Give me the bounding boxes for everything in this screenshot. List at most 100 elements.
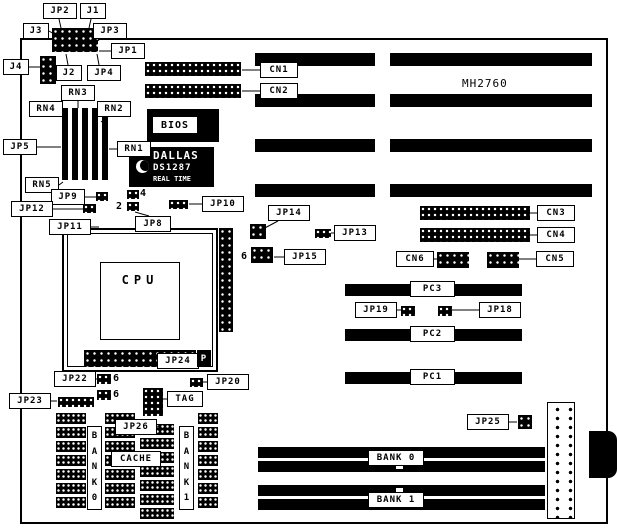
- leader-line-jp14: [260, 220, 279, 231]
- jp12-jumper: [83, 204, 96, 213]
- leader-line-j1: [88, 18, 92, 29]
- label-cn5: CN5: [536, 251, 574, 267]
- label-cn3: CN3: [537, 205, 575, 221]
- label-jp9: JP9: [51, 189, 85, 205]
- label-jp1: JP1: [111, 43, 145, 59]
- label-cn4: CN4: [537, 227, 575, 243]
- cache-chip: [56, 427, 86, 438]
- isa-slot-segment: [390, 94, 592, 107]
- cn6-connector: [437, 252, 469, 268]
- resistor-network: [72, 108, 78, 180]
- cn3-connector: [420, 206, 530, 220]
- isa-slot-segment: [255, 184, 375, 197]
- label-jp22: JP22: [54, 371, 96, 387]
- label-jp2: JP2: [43, 3, 77, 19]
- isa-slot-segment: [255, 139, 375, 152]
- label-cn2: CN2: [260, 83, 298, 99]
- cache-chip: [56, 483, 86, 494]
- cache-chip: [198, 427, 218, 438]
- cache-chip: [198, 441, 218, 452]
- dallas-text: DALLAS DS1287 REAL TIME: [153, 149, 199, 184]
- jp15-connector: [251, 247, 273, 263]
- jp13-jumper: [315, 229, 331, 238]
- cache-chip: [105, 469, 135, 480]
- label-cache: CACHE: [111, 451, 161, 467]
- text-pin6-jp22: 6: [113, 373, 120, 384]
- label-bank1-simm: BANK 1: [368, 492, 424, 508]
- label-rn1: RN1: [117, 141, 151, 157]
- jumper-pin4: [127, 190, 139, 199]
- label-rn5: RN5: [25, 177, 59, 193]
- cache-chip: [56, 469, 86, 480]
- cache-chip: [140, 494, 174, 505]
- cache-chip: [105, 497, 135, 508]
- leader-line-j2: [65, 53, 69, 66]
- bios-label: BIOS: [152, 116, 198, 134]
- label-jp12: JP12: [11, 201, 53, 217]
- label-j3: J3: [23, 23, 49, 39]
- label-rn4: RN4: [29, 101, 63, 117]
- label-jp5: JP5: [3, 139, 37, 155]
- cache-chip: [198, 413, 218, 424]
- label-jp14: JP14: [268, 205, 310, 221]
- cache-chip: [198, 483, 218, 494]
- cache-chip: [105, 413, 135, 424]
- label-jp26: JP26: [115, 419, 157, 435]
- label-jp10: JP10: [202, 196, 244, 212]
- cache-chip: [56, 455, 86, 466]
- power-connector: [547, 402, 575, 519]
- label-j1: J1: [80, 3, 106, 19]
- cpu-die: CPU: [100, 262, 180, 340]
- label-jp8: JP8: [135, 216, 171, 232]
- label-pc2: PC2: [410, 326, 455, 342]
- label-j4: J4: [3, 59, 29, 75]
- simm-notch: [396, 488, 403, 493]
- cache-chip: [140, 508, 174, 519]
- cn4-connector: [420, 228, 530, 242]
- j4-connector: [40, 56, 56, 84]
- label-jp13: JP13: [334, 225, 376, 241]
- cache-chip: [198, 455, 218, 466]
- cpu-label: CPU: [121, 273, 159, 287]
- text-pin6-jp22b: 6: [113, 389, 120, 400]
- label-jp11: JP11: [49, 219, 91, 235]
- label-j2: J2: [56, 65, 82, 81]
- label-rn2: RN2: [97, 101, 131, 117]
- board-model: MH2760: [462, 77, 508, 90]
- isa-slot-segment: [390, 139, 592, 152]
- cache-chip: [56, 413, 86, 424]
- text-pin6-jp15: 6: [241, 251, 248, 262]
- resistor-network: [82, 108, 88, 180]
- text-pin2: 2: [116, 201, 123, 212]
- cache-chip: [105, 483, 135, 494]
- leader-line-jp2: [58, 18, 62, 29]
- jp18-jumper: [438, 306, 452, 316]
- label-bank0-cache: B A N K 0: [87, 426, 102, 510]
- jp23-connector: [58, 397, 94, 407]
- label-jp24: JP24: [157, 353, 199, 369]
- label-pc1: PC1: [410, 369, 455, 385]
- cpu-pin-strip: [219, 228, 233, 332]
- cache-chip: [56, 497, 86, 508]
- cache-chip: [140, 466, 174, 477]
- cpu-socket: CPU: [62, 228, 218, 372]
- jp22b-jumper: [97, 390, 111, 400]
- dallas-brand: DALLAS: [153, 149, 199, 162]
- jp25-jumper: [518, 415, 532, 429]
- label-jp3: JP3: [93, 23, 127, 39]
- cn1-connector: [145, 62, 241, 76]
- label-jp15: JP15: [284, 249, 326, 265]
- cache-chip: [140, 438, 174, 449]
- leader-line-rn4: [62, 108, 67, 114]
- leader-line-jp8: [134, 211, 150, 217]
- dallas-description: REAL TIME: [153, 175, 191, 183]
- jp22-jumper: [97, 374, 111, 384]
- label-pc3: PC3: [410, 281, 455, 297]
- leader-line-rn2: [100, 116, 109, 123]
- bios-chip: BIOS: [147, 109, 219, 142]
- resistor-network: [92, 108, 98, 180]
- leader-line-j3: [48, 30, 55, 35]
- leader-line-jp3: [93, 38, 101, 45]
